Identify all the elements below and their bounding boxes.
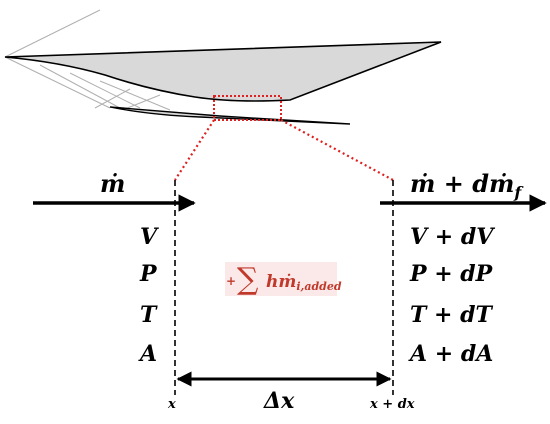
outlet-position-label: x + dx [369, 397, 415, 412]
outlet-velocity-label: V + dV [410, 224, 495, 250]
lower-body-shape [109, 106, 351, 125]
inlet-position-label: x [167, 397, 176, 412]
strut-line [124, 94, 161, 110]
summation-symbol: ∑ [237, 262, 259, 297]
strut-line [94, 88, 131, 109]
outlet-temperature-label: T + dT [410, 302, 494, 328]
delta-x-label: Δx [263, 388, 295, 414]
source-term-background [225, 262, 337, 296]
inlet-pressure-label: P [139, 261, 158, 287]
engine-geometry [4, 9, 442, 181]
outlet-mass-flow-label: ṁ + dṁf [410, 169, 524, 202]
outlet-pressure-label: P + dP [409, 261, 494, 287]
inlet-area-label: A [138, 341, 157, 367]
strut-line [69, 72, 141, 109]
strut-line [39, 64, 121, 109]
wing-leading-line [4, 9, 101, 58]
source-term-prefix: + [226, 274, 236, 288]
source-term-label: hṁi,added [266, 272, 342, 293]
highlight-region [213, 95, 282, 121]
upper-body-shape [4, 41, 442, 102]
strut-line [4, 56, 111, 109]
outlet-area-label: A + dA [408, 341, 493, 367]
zoom-line-right [280, 119, 394, 181]
strut-line [99, 80, 171, 111]
zoom-line-left [174, 119, 215, 181]
inlet-mass-flow-label: ṁ [100, 169, 125, 198]
inlet-temperature-label: T [140, 302, 158, 328]
inlet-velocity-label: V [140, 224, 159, 250]
